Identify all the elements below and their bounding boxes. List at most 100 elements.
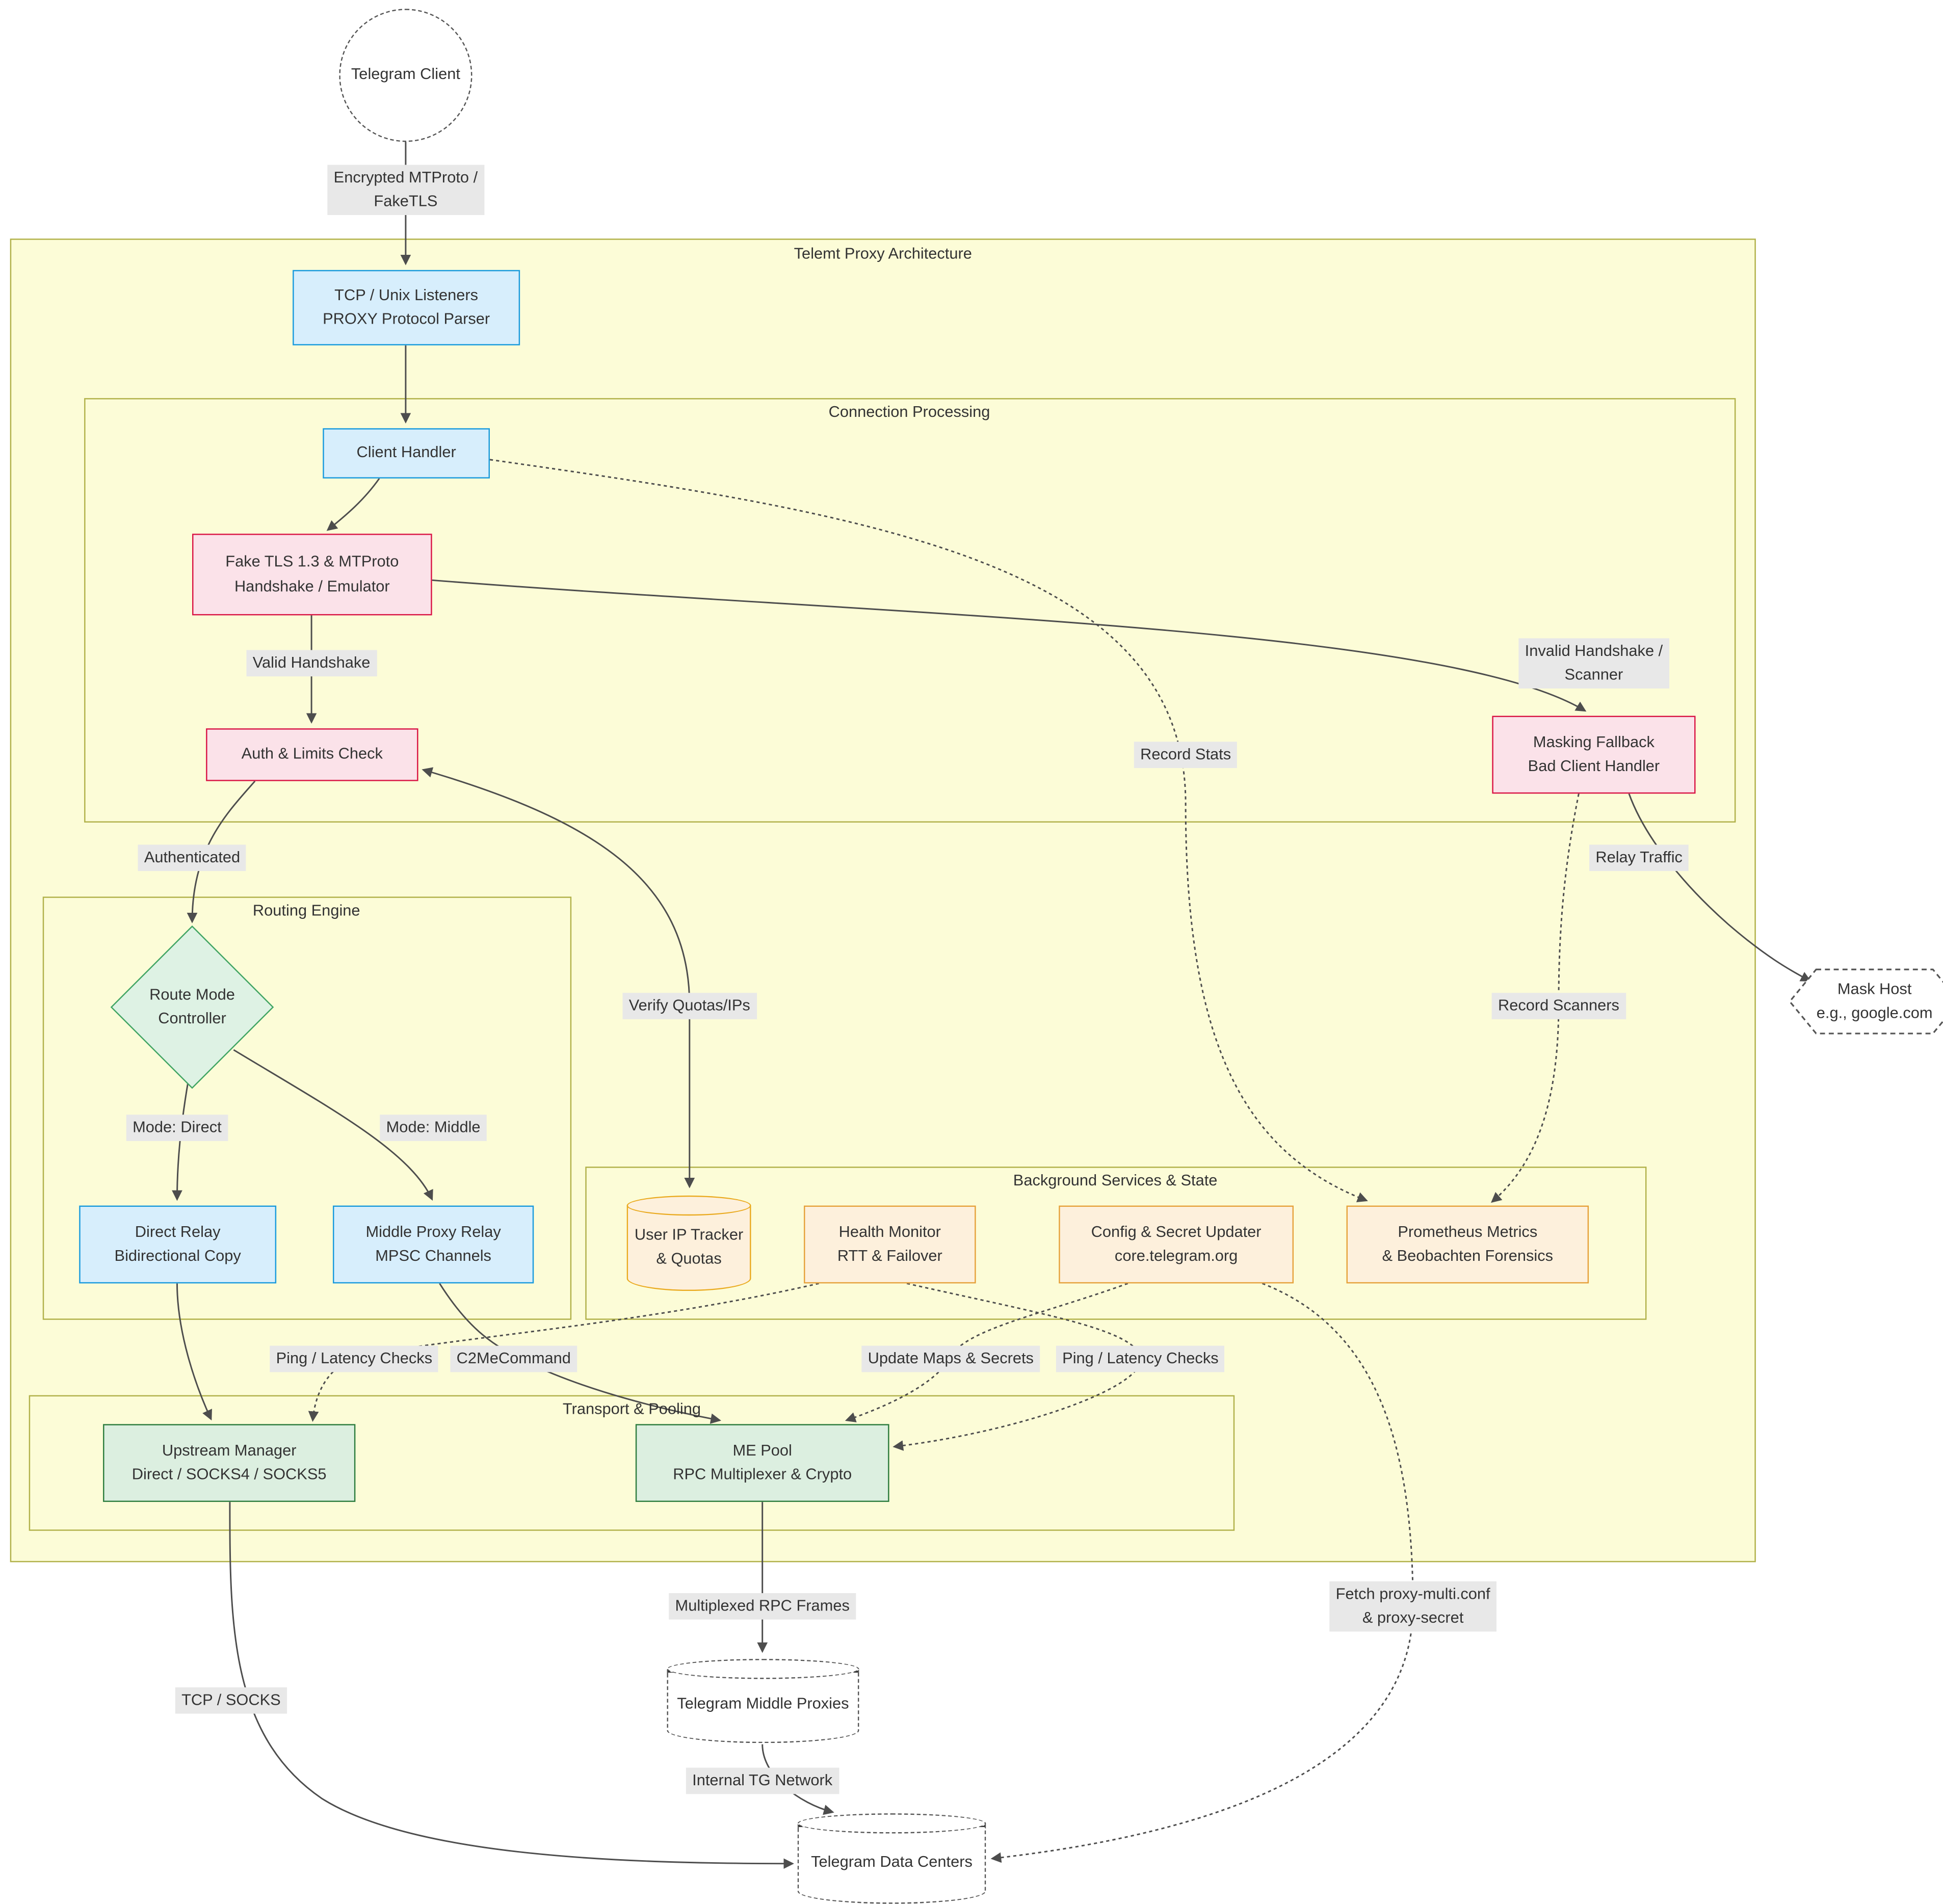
node-mask-host: Mask Host e.g., google.com [1789,968,1943,1035]
node-datacenters-label: Telegram Data Centers [811,1853,973,1871]
edge-faketls-to-masking [432,579,1587,712]
node-middlerelay-line1: Middle Proxy Relay [365,1223,501,1240]
edge-routemode-to-directrelay [172,1079,190,1201]
node-listeners-line1: TCP / Unix Listeners [334,285,479,304]
node-maskhost-text: Mask Host e.g., google.com [1789,977,1943,1025]
node-me-pool: ME Pool RPC Multiplexer & Crypto [635,1424,889,1502]
edge-label-record-scanners: Record Scanners [1491,993,1626,1019]
cylinder-top [797,1813,986,1834]
node-health-line2: RTT & Failover [837,1247,942,1265]
node-user-ip-tracker: User IP Tracker & Quotas [626,1195,751,1291]
node-auth-limits-check: Auth & Limits Check [206,728,418,781]
node-upstream-line2: Direct / SOCKS4 / SOCKS5 [132,1465,327,1484]
edge-label-encrypted-mtproto: Encrypted MTProto / FakeTLS [327,165,484,215]
node-faketls-line2: Handshake / Emulator [234,577,390,595]
edge-label-invalid-line1: Invalid Handshake / [1525,642,1663,660]
node-direct-relay: Direct Relay Bidirectional Copy [79,1205,277,1284]
node-prometheus-line1: Prometheus Metrics [1398,1223,1538,1240]
edge-label-encrypted-line1: Encrypted MTProto / [333,168,478,187]
node-upstream-line1: Upstream Manager [162,1441,297,1459]
edge-label-ping-latency-left: Ping / Latency Checks [270,1345,439,1372]
edge-label-multiplexed-rpc: Multiplexed RPC Frames [669,1593,856,1620]
node-health-line1: Health Monitor [838,1223,941,1240]
edge-label-ping-latency-right: Ping / Latency Checks [1056,1345,1225,1372]
edge-label-invalid-line2: Scanner [1564,665,1623,683]
node-faketls-line1: Fake TLS 1.3 & MTProto [225,552,399,571]
edge-label-invalid-handshake: Invalid Handshake / Scanner [1518,638,1669,688]
outer-container-title: Telemt Proxy Architecture [794,245,972,262]
edge-masking-to-maskhost [1628,793,1811,982]
node-fake-tls-emulator: Fake TLS 1.3 & MTProto Handshake / Emula… [192,534,432,616]
edge-label-encrypted-line2: FakeTLS [374,192,438,210]
node-listeners-line2: PROXY Protocol Parser [323,310,490,328]
subgraph-transport-title: Transport & Pooling [562,1400,701,1418]
node-config-secret-updater: Config & Secret Updater core.telegram.or… [1059,1205,1294,1284]
edge-handler-to-faketls [326,478,380,531]
edge-masking-to-prometheus-scanners [1490,794,1580,1203]
node-health-monitor: Health Monitor RTT & Failover [804,1205,976,1284]
node-directrelay-line1: Direct Relay [135,1223,221,1240]
node-middlerelay-line2: MPSC Channels [375,1247,491,1265]
node-middleproxies-text: Telegram Middle Proxies [667,1693,859,1716]
node-telegram-client: Telegram Client [339,9,472,142]
node-masking-line1: Masking Fallback [1533,733,1655,751]
cylinder-body [626,1205,751,1291]
node-client-handler: Client Handler [323,428,490,479]
edge-label-fetch-conf: Fetch proxy-multi.conf & proxy-secret [1329,1581,1496,1631]
subgraph-routing-title: Routing Engine [252,902,360,919]
edge-directrelay-to-upstream [176,1283,212,1421]
node-client-handler-label: Client Handler [356,443,456,462]
node-config-line2: core.telegram.org [1114,1247,1238,1265]
node-datacenters-text: Telegram Data Centers [798,1850,986,1874]
edge-auth-to-iptracker-verify [422,767,695,1188]
edge-handler-to-prometheus-record-stats [489,459,1368,1202]
edge-label-internal-tg: Internal TG Network [686,1767,839,1794]
edge-label-mode-direct: Mode: Direct [126,1115,228,1141]
node-maskhost-line1: Mask Host [1837,980,1912,997]
node-masking-fallback: Masking Fallback Bad Client Handler [1492,716,1696,794]
node-telegram-middle-proxies: Telegram Middle Proxies [667,1659,859,1743]
node-prometheus-metrics: Prometheus Metrics & Beobachten Forensic… [1346,1205,1589,1284]
cylinder-top [667,1659,859,1679]
edge-label-update-maps: Update Maps & Secrets [861,1345,1040,1372]
node-auth-label: Auth & Limits Check [241,745,383,763]
node-mepool-line1: ME Pool [732,1441,792,1459]
subgraph-background-title: Background Services & State [1013,1172,1218,1189]
edge-routemode-to-middlerelay [233,1049,433,1201]
node-middle-proxy-relay: Middle Proxy Relay MPSC Channels [332,1205,534,1284]
edge-label-verify-quotas: Verify Quotas/IPs [622,993,757,1019]
node-telegram-client-label: Telegram Client [351,65,460,84]
edge-label-fetch-line1: Fetch proxy-multi.conf [1335,1585,1490,1603]
node-prometheus-line2: & Beobachten Forensics [1382,1247,1554,1265]
node-route-mode-controller: Route Mode Controller [92,983,293,1032]
hexagon-shape [1789,968,1943,1035]
edge-label-fetch-line2: & proxy-secret [1362,1608,1464,1627]
cylinder-top [626,1195,751,1216]
edge-label-c2me-command: C2MeCommand [450,1345,577,1372]
node-routemode-line1: Route Mode [149,986,235,1003]
edge-label-relay-traffic: Relay Traffic [1589,844,1689,871]
edge-label-mode-middle: Mode: Middle [380,1115,487,1141]
edge-label-record-stats: Record Stats [1134,742,1238,768]
node-middleproxies-label: Telegram Middle Proxies [677,1695,849,1713]
edge-label-tcp-socks: TCP / SOCKS [175,1687,287,1713]
node-masking-line2: Bad Client Handler [1528,757,1660,775]
node-upstream-manager: Upstream Manager Direct / SOCKS4 / SOCKS… [103,1424,356,1502]
node-tcp-unix-listeners: TCP / Unix Listeners PROXY Protocol Pars… [293,270,520,346]
edge-health-to-mepool-ping [892,1282,1142,1451]
node-iptracker-line2: & Quotas [656,1249,722,1267]
node-routemode-line2: Controller [158,1010,226,1028]
edge-auth-to-routemode [187,780,256,923]
edge-health-to-upstream-ping [308,1282,819,1422]
edge-upstream-to-datacenters [229,1502,794,1869]
edge-label-authenticated: Authenticated [138,844,247,871]
node-config-line1: Config & Secret Updater [1091,1223,1262,1240]
edge-label-valid-handshake: Valid Handshake [246,650,377,676]
node-iptracker-line1: User IP Tracker [634,1226,744,1244]
node-mepool-line2: RPC Multiplexer & Crypto [673,1465,852,1484]
node-telegram-data-centers: Telegram Data Centers [797,1813,986,1904]
edge-config-to-datacenters-fetch [990,1282,1414,1863]
node-maskhost-line2: e.g., google.com [1816,1004,1933,1022]
